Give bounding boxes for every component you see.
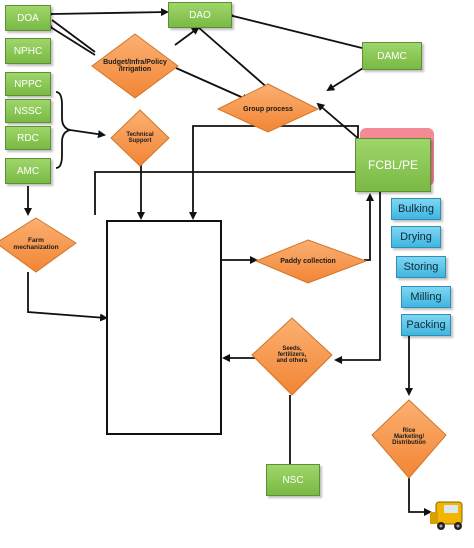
edge-dao-group bbox=[197, 26, 272, 92]
stage-storing: Storing bbox=[396, 256, 446, 278]
paddy-label: Paddy collection bbox=[280, 257, 336, 265]
stage-drying: Drying bbox=[391, 226, 441, 248]
rdc-box: RDC bbox=[5, 126, 51, 150]
nsc-label: NSC bbox=[282, 474, 304, 486]
stage-storing-label: Storing bbox=[403, 261, 439, 273]
farm-diamond bbox=[0, 217, 77, 273]
edge-damc-group bbox=[326, 64, 369, 92]
stage-drying-label: Drying bbox=[400, 231, 432, 243]
doa-box: DOA bbox=[5, 5, 51, 31]
damc-label: DAMC bbox=[377, 50, 407, 62]
fcbl-box: FCBL/PE bbox=[355, 138, 431, 192]
edge-farm-photo bbox=[27, 272, 108, 322]
amc-box: AMC bbox=[5, 158, 51, 184]
stage-bulking-label: Bulking bbox=[397, 203, 435, 215]
stage-bulking: Bulking bbox=[391, 198, 441, 220]
edge-fcbl-group bbox=[316, 102, 361, 141]
nssc-box: NSSC bbox=[5, 99, 51, 123]
budget-diamond bbox=[91, 33, 179, 99]
nsc-box: NSC bbox=[266, 464, 320, 496]
nssc-label: NSSC bbox=[14, 105, 42, 117]
nppc-label: NPPC bbox=[14, 78, 42, 90]
edge-doa-budget bbox=[51, 19, 96, 53]
doa-label: DOA bbox=[17, 12, 39, 24]
edge-doa-dao bbox=[45, 8, 169, 19]
budget-label: Budget/Infra/Policy/Irrigation bbox=[103, 59, 167, 73]
dao-box: DAO bbox=[168, 2, 232, 28]
paddy-diamond bbox=[254, 239, 368, 284]
edge-budget-dao bbox=[174, 26, 200, 46]
stage-packing-label: Packing bbox=[406, 319, 446, 331]
seeds-label: Seeds,fertilizers,and others bbox=[276, 346, 308, 364]
edge-brace-technical bbox=[69, 129, 106, 139]
stage-milling-label: Milling bbox=[410, 291, 442, 303]
stage-milling: Milling bbox=[401, 286, 451, 308]
nppc-box: NPPC bbox=[5, 72, 51, 96]
truck-icon bbox=[430, 501, 463, 530]
group-label: Group process bbox=[243, 105, 293, 113]
stage-packing: Packing bbox=[401, 314, 451, 336]
dao-label: DAO bbox=[189, 9, 211, 21]
edge-fcbl-seeds bbox=[334, 192, 381, 364]
rdc-label: RDC bbox=[17, 132, 39, 144]
edge-fcbl-farm bbox=[94, 171, 355, 215]
technical-brace bbox=[55, 91, 71, 169]
edge-budget-doa bbox=[44, 21, 96, 56]
nphc-label: NPHC bbox=[13, 45, 43, 57]
damc-box: DAMC bbox=[362, 42, 422, 70]
edge-damc-dao bbox=[226, 10, 363, 49]
rice-diamond bbox=[371, 399, 447, 479]
technical-diamond bbox=[110, 109, 170, 167]
photo-frame bbox=[106, 220, 222, 435]
edge-budget-group bbox=[175, 67, 250, 102]
fcbl-label: FCBL/PE bbox=[367, 158, 418, 172]
group-diamond bbox=[216, 83, 320, 133]
edge-paddy-fcbl bbox=[364, 193, 374, 261]
seeds-diamond bbox=[251, 317, 333, 396]
amc-label: AMC bbox=[16, 165, 40, 177]
edge-rice-truck bbox=[408, 478, 432, 516]
nphc-box: NPHC bbox=[5, 38, 51, 64]
